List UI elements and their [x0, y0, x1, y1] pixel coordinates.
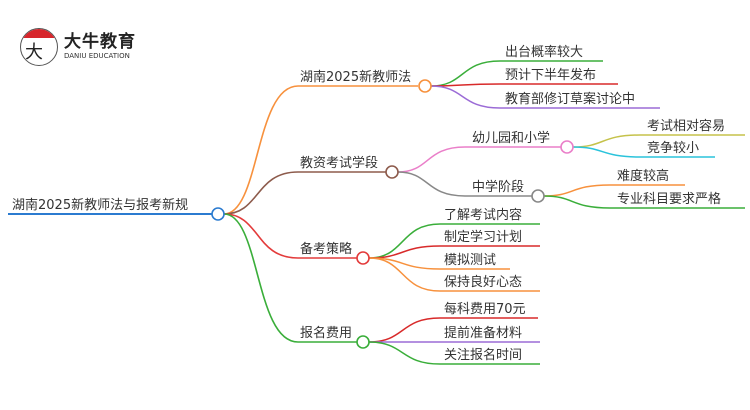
- leaf-label[interactable]: 考试相对容易: [647, 118, 725, 134]
- leaf-label[interactable]: 了解考试内容: [444, 207, 522, 223]
- leaf-label[interactable]: 难度较高: [617, 168, 669, 184]
- branch-4-toggle[interactable]: [356, 335, 370, 349]
- root-node-label[interactable]: 湖南2025新教师法与报考新规: [12, 197, 188, 213]
- logo-name-en: DANIU EDUCATION: [64, 52, 130, 60]
- leaf-label[interactable]: 教育部修订草案讨论中: [505, 91, 635, 107]
- leaf-label[interactable]: 关注报名时间: [444, 347, 522, 363]
- leaf-label[interactable]: 竞争较小: [647, 140, 699, 156]
- sub-branch-label[interactable]: 中学阶段: [472, 179, 524, 195]
- branch-2-2-toggle[interactable]: [531, 189, 545, 203]
- logo-name-cn: 大牛教育: [64, 32, 136, 52]
- leaf-label[interactable]: 出台概率较大: [505, 44, 583, 60]
- branch-label[interactable]: 湖南2025新教师法: [300, 69, 411, 85]
- root-collapse-toggle[interactable]: [211, 207, 225, 221]
- branch-1-toggle[interactable]: [418, 79, 432, 93]
- branch-label[interactable]: 报名费用: [300, 325, 352, 341]
- branch-label[interactable]: 教资考试学段: [300, 155, 378, 171]
- leaf-label[interactable]: 每科费用70元: [444, 301, 526, 317]
- sub-branch-label[interactable]: 幼儿园和小学: [472, 130, 550, 146]
- leaf-label[interactable]: 预计下半年发布: [505, 67, 596, 83]
- branch-3-toggle[interactable]: [356, 251, 370, 265]
- leaf-label[interactable]: 模拟测试: [444, 253, 496, 268]
- leaf-label[interactable]: 保持良好心态: [444, 274, 522, 290]
- daniu-logo: 大牛 大牛教育 DANIU EDUCATION: [20, 28, 136, 66]
- branch-2-1-toggle[interactable]: [560, 140, 574, 154]
- leaf-label[interactable]: 制定学习计划: [444, 229, 522, 245]
- branch-label[interactable]: 备考策略: [300, 241, 352, 257]
- branch-2-toggle[interactable]: [385, 165, 399, 179]
- leaf-label[interactable]: 专业科目要求严格: [617, 191, 721, 207]
- logo-mark-icon: 大牛: [20, 28, 58, 66]
- leaf-label[interactable]: 提前准备材料: [444, 325, 522, 341]
